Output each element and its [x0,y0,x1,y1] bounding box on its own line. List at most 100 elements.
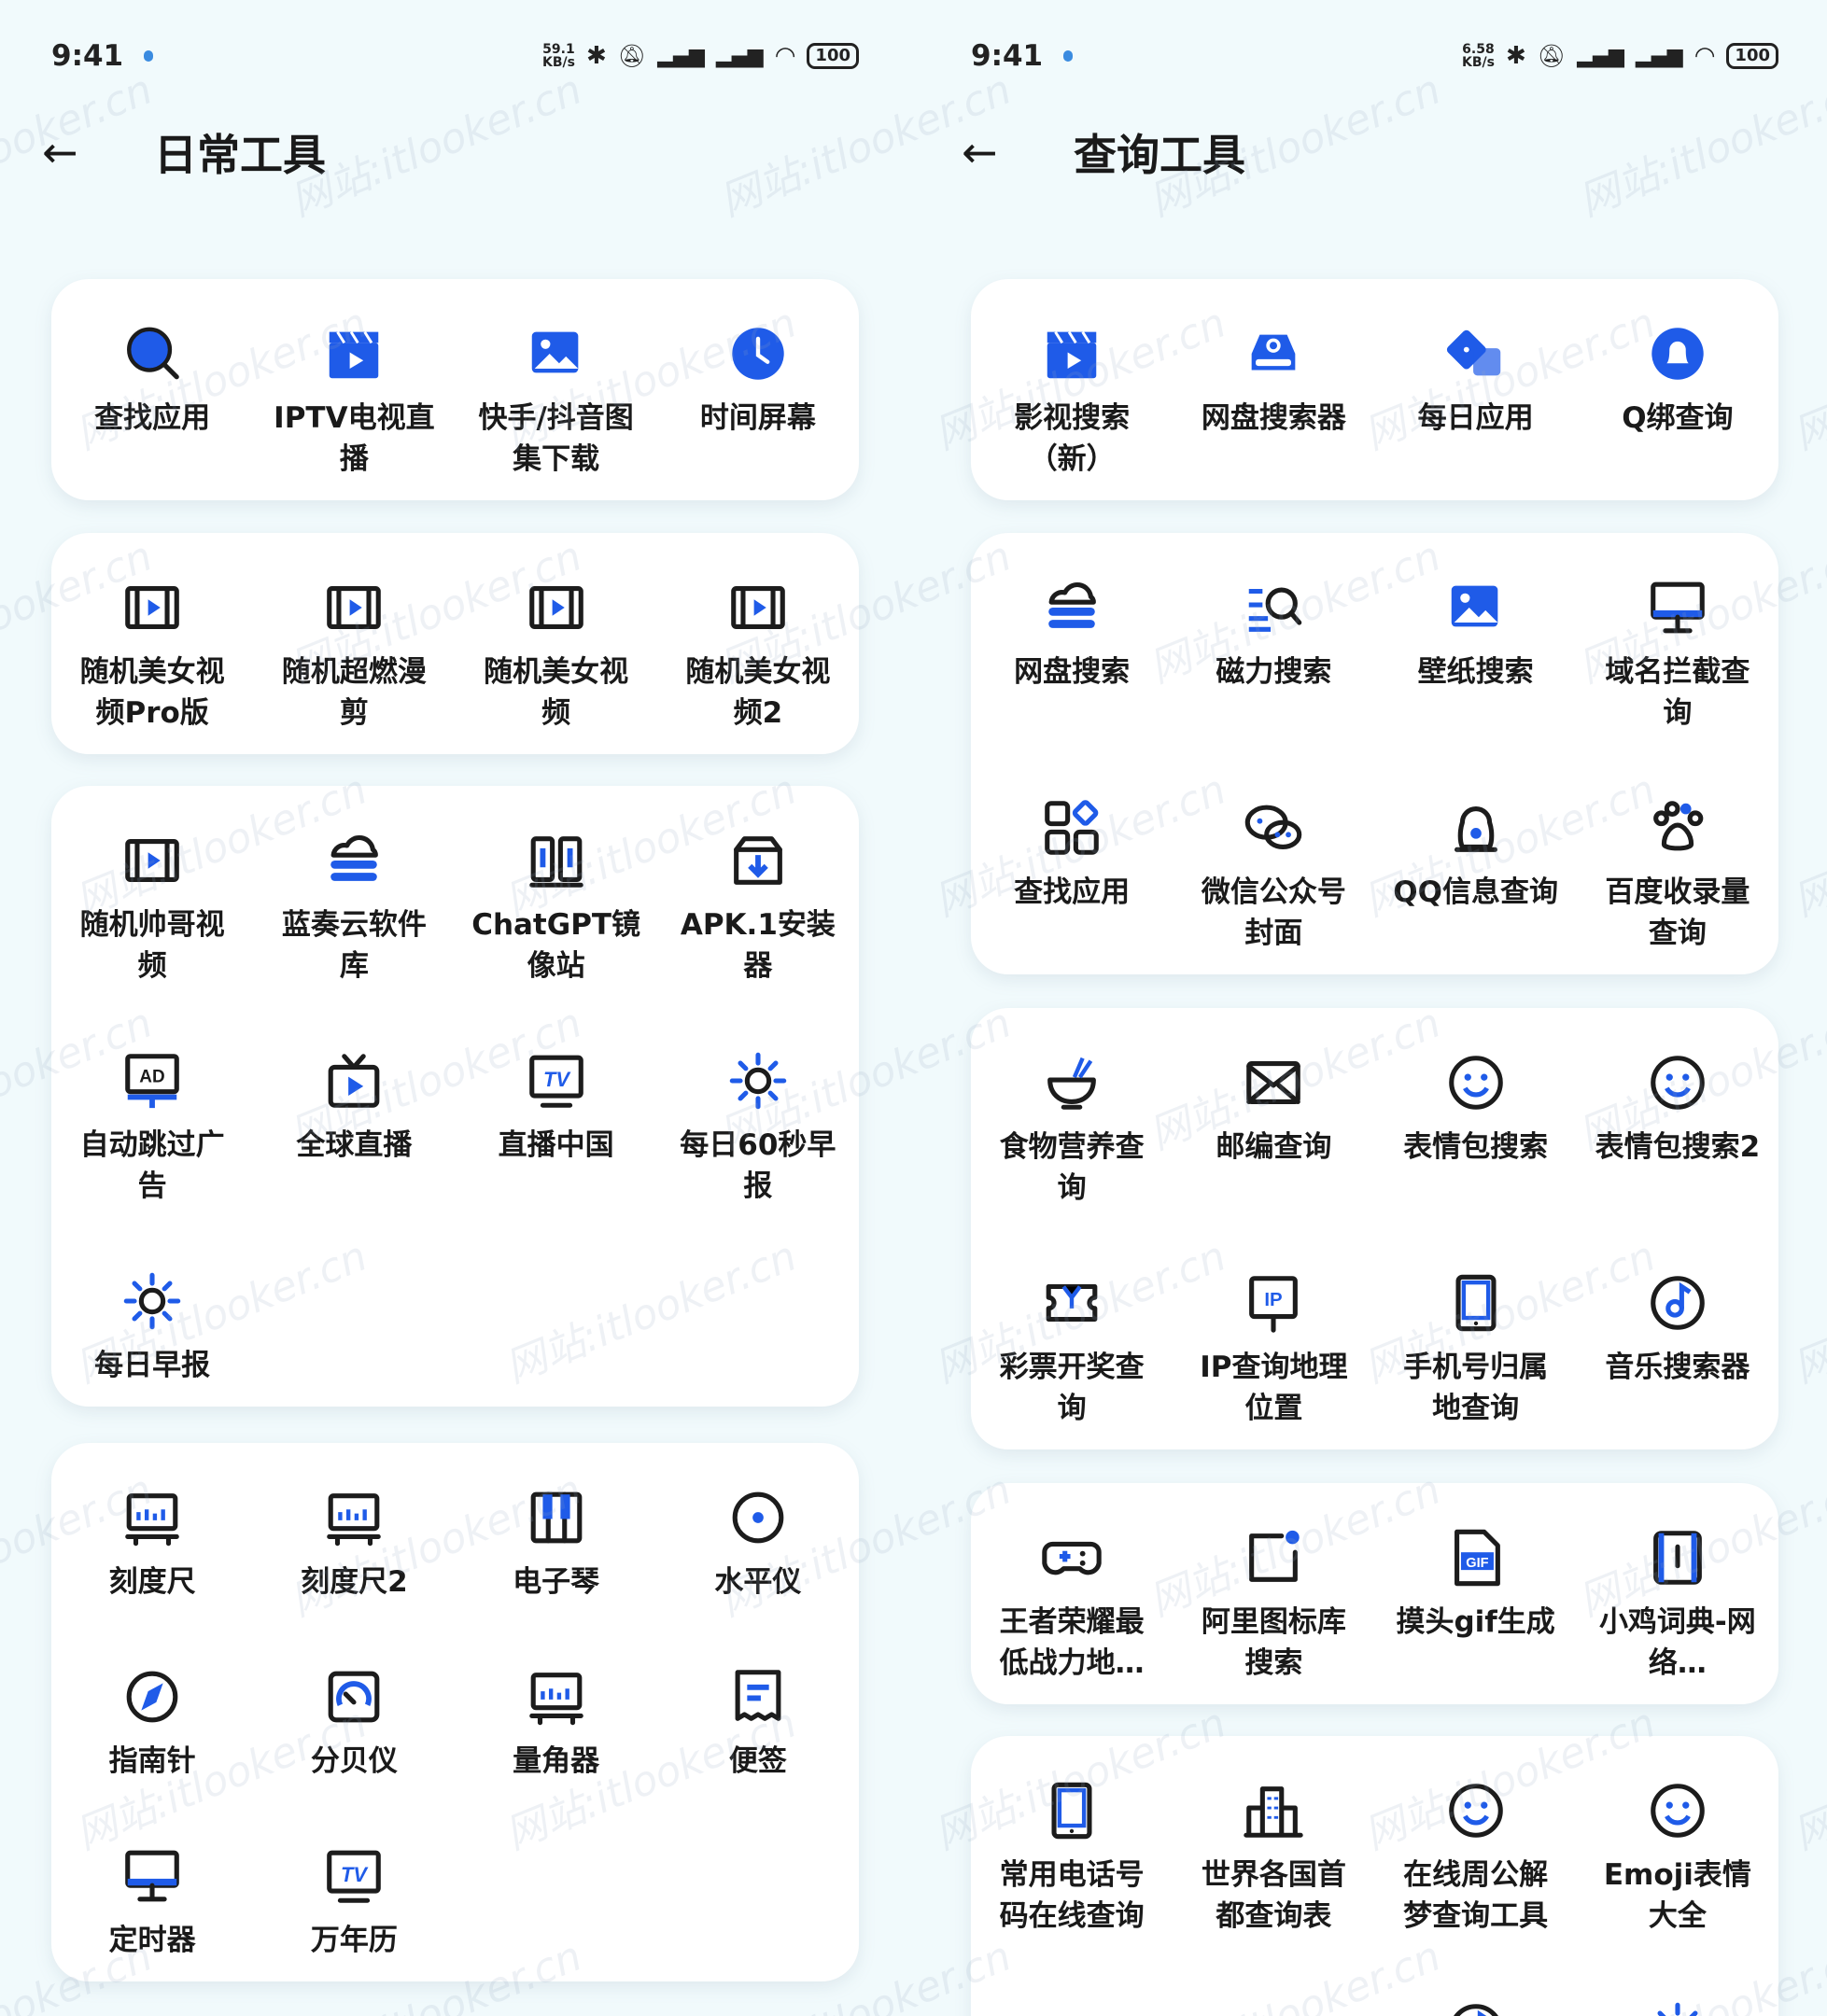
status-time: 9:41 [51,39,124,73]
penguin-icon [1443,795,1509,861]
tool-item[interactable]: 手机号归属地查询 [1375,1270,1577,1429]
music-icon [1645,1270,1710,1336]
smile-icon [1645,1050,1710,1115]
tool-label: 时间屏幕 [699,401,816,435]
tool-item[interactable]: 刻度尺 [51,1485,253,1603]
svg-text:GIF: GIF [1466,1556,1488,1571]
tool-item[interactable]: QQ信息查询 [1375,795,1577,954]
ruler-icon [119,1485,185,1550]
tool-item[interactable]: 微信公众号封面 [1173,795,1374,954]
tool-item[interactable]: 随机超燃漫剪 [253,575,455,734]
tool-item[interactable]: 邮编查询 [1173,1050,1374,1209]
page-title: 日常工具 [154,130,326,180]
mail-icon [1241,1050,1306,1115]
tool-item[interactable]: 刻度尺2 [253,1485,455,1603]
tool-item[interactable]: 世界各国首都查询表 [1173,1778,1374,1937]
circle-icon [1241,1998,1306,2016]
tool-label: 查找应用 [94,401,211,435]
cloud-stack-icon [1039,575,1104,640]
tool-item[interactable] [1577,1998,1778,2016]
bluetooth-icon: ✱ [585,42,607,70]
tool-item[interactable]: Emoji表情大全 [1577,1778,1778,1937]
bracket-icon [1645,1525,1710,1590]
tool-label: 水平仪 [714,1565,802,1599]
tool-item[interactable]: APK.1安装器 [657,828,859,987]
svg-text:TV: TV [341,1863,369,1886]
ruler-icon [321,1485,386,1550]
smile-icon [1443,1050,1509,1115]
tool-label: 随机美女视频Pro版 [79,655,225,730]
tool-item[interactable]: 电子琴 [456,1485,657,1603]
tool-item[interactable]: 每日应用 [1375,321,1577,480]
tool-item[interactable]: 随机帅哥视频 [51,828,253,987]
sun-icon [119,1268,185,1334]
tool-item[interactable]: 查找应用 [971,795,1173,954]
image-icon [1443,575,1509,640]
music-icon [1443,1998,1509,2016]
wifi-icon: ◠ [1693,42,1716,70]
box-download-icon [725,828,791,893]
tool-item[interactable]: 影视搜索（新） [971,321,1173,480]
tool-item[interactable]: Q绑查询 [1577,321,1778,480]
tool-item[interactable]: 随机美女视频2 [657,575,859,734]
tool-item[interactable] [1375,1998,1577,2016]
tool-item[interactable]: 域名拦截查询 [1577,575,1778,734]
tool-item[interactable]: 小鸡词典-网络… [1577,1525,1778,1684]
tool-item[interactable]: IPTV电视直播 [253,321,455,480]
phone-icon [1039,1778,1104,1843]
tool-item[interactable]: 百度收录量查询 [1577,795,1778,954]
tool-item[interactable]: 表情包搜索2 [1577,1050,1778,1209]
back-arrow-icon[interactable]: ← [42,127,78,177]
tool-item[interactable]: 每日早报 [51,1268,253,1386]
tool-item[interactable]: 指南针 [51,1664,253,1782]
tool-item[interactable]: 表情包搜索 [1375,1050,1577,1209]
tool-item[interactable]: 阿里图标库搜索 [1173,1525,1374,1684]
tool-item[interactable]: 音乐搜索器 [1577,1270,1778,1429]
frame-dot-icon [1241,1525,1306,1590]
tool-item[interactable]: 壁纸搜索 [1375,575,1577,734]
back-arrow-icon[interactable]: ← [962,127,998,177]
tool-item[interactable]: 时间屏幕 [657,321,859,480]
tool-item[interactable]: 每日60秒早报 [657,1048,859,1207]
building-icon [1241,1778,1306,1843]
tool-item[interactable]: 快手/抖音图集下载 [456,321,657,480]
tool-item[interactable]: 随机美女视频Pro版 [51,575,253,734]
tool-item[interactable]: 便签 [657,1664,859,1782]
svg-text:IP: IP [1265,1290,1283,1310]
signal-icon-2: ▂▄▆ [1635,44,1683,68]
tool-item[interactable]: 彩票开奖查询 [971,1270,1173,1429]
tool-item[interactable]: 网盘搜索器 [1173,321,1374,480]
signal-icon: ▂▄▆ [1577,44,1624,68]
tool-item[interactable]: TV 万年历 [253,1843,455,1961]
tool-item[interactable]: 磁力搜索 [1173,575,1374,734]
tool-item[interactable]: 查找应用 [51,321,253,480]
tool-item[interactable]: 分贝仪 [253,1664,455,1782]
tool-item[interactable]: 水平仪 [657,1485,859,1603]
level-icon [725,1485,791,1550]
monitor-icon [1645,575,1710,640]
tool-item[interactable]: 量角器 [456,1664,657,1782]
tool-item[interactable]: 随机美女视频 [456,575,657,734]
tool-item[interactable]: 常用电话号码在线查询 [971,1778,1173,1937]
tool-item[interactable]: ChatGPT镜像站 [456,828,657,987]
tool-item[interactable]: 网盘搜索 [971,575,1173,734]
tool-item[interactable]: 蓝奏云软件库 [253,828,455,987]
video-icon [321,575,386,640]
tool-label: QQ信息查询 [1393,875,1558,909]
image-icon [524,321,589,386]
tool-item[interactable] [971,1998,1173,2016]
tool-item[interactable]: 全球直播 [253,1048,455,1207]
tool-item[interactable]: 食物营养查询 [971,1050,1173,1209]
tool-label: 万年历 [310,1924,398,1957]
tool-item[interactable]: 定时器 [51,1843,253,1961]
tool-item[interactable]: 王者荣耀最低战力地… [971,1525,1173,1684]
cloud-stack-icon [321,828,386,893]
tool-item[interactable] [1173,1998,1374,2016]
tool-item[interactable]: 在线周公解梦查询工具 [1375,1778,1577,1937]
